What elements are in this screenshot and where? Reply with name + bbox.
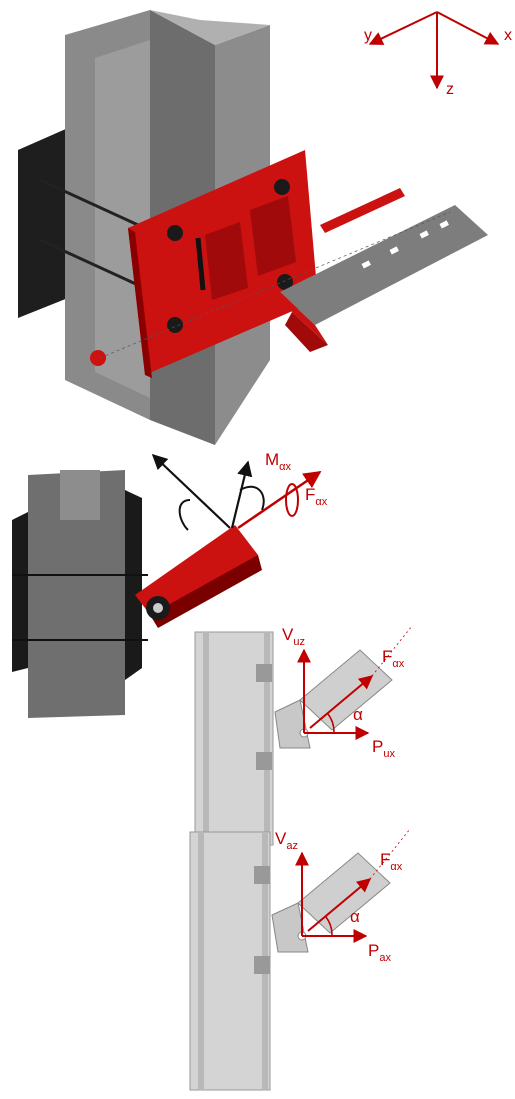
bolt-elevation (254, 956, 270, 974)
angle-arc-a (325, 916, 333, 937)
svg-text:Fαx: Fαx (380, 850, 403, 873)
gusset-elevation (271, 902, 309, 953)
moment-arc (285, 483, 299, 517)
axial-force-arrow-a (307, 878, 372, 932)
brace-profile (280, 205, 488, 325)
svg-text:Vaz: Vaz (275, 829, 298, 852)
bolt-elevation (256, 664, 272, 682)
bolt-head (274, 179, 290, 195)
y-axis-arrow (368, 11, 438, 45)
red-nut (90, 350, 106, 366)
coordinate-axes: y x z (364, 11, 512, 98)
vertical-force-subscript-u: uz (293, 636, 305, 648)
black-plate-3d (12, 512, 28, 672)
horizontal-force-label-a: P (368, 941, 379, 960)
angle-label-u: α (353, 705, 363, 724)
gusset-fin (205, 222, 248, 300)
angle-label-a: α (350, 907, 360, 926)
brace-elevation (297, 852, 391, 934)
svg-text:Pux: Pux (372, 737, 395, 760)
svg-text:Fαx: Fαx (382, 647, 405, 670)
axial-force-label-u: F (382, 647, 392, 666)
svg-text:Fαx: Fαx (305, 485, 328, 508)
svg-text:Mαx: Mαx (265, 450, 292, 473)
normal-arrow (151, 453, 231, 529)
axial-force-subscript-u: αx (392, 658, 404, 670)
x-axis-label: x (504, 27, 512, 44)
gusset-fin (250, 196, 296, 276)
brace-elevation (299, 649, 393, 731)
axial-force-arrow-u (309, 675, 374, 729)
exploded-connection-view (18, 10, 488, 445)
axial-force-label-a: F (380, 850, 390, 869)
axial-force-subscript: αx (315, 496, 327, 508)
z-axis-label: z (446, 81, 454, 98)
bolt-elevation (254, 866, 270, 884)
x-axis-arrow (436, 11, 500, 45)
horizontal-force-label-u: P (372, 737, 383, 756)
bolt-head (277, 274, 293, 290)
svg-text:Vuz: Vuz (282, 625, 305, 648)
back-plate (18, 128, 68, 318)
bolt-elevation (256, 752, 272, 770)
moment-subscript: αx (279, 461, 291, 473)
column-3d (28, 470, 125, 718)
vertical-arrow (230, 460, 253, 529)
horizontal-force-subscript-a: ax (379, 952, 391, 964)
angle-arc-u (327, 713, 335, 734)
axial-force-subscript-a: αx (390, 861, 402, 873)
axial-force-arrow (237, 470, 322, 530)
y-axis-label: y (364, 27, 372, 44)
elevation-view-u: Vuz Fαx α Pux (194, 625, 413, 846)
rotation-arc (178, 499, 191, 531)
vertical-force-subscript-a: az (286, 840, 298, 852)
vertical-force-label-u: V (282, 625, 294, 644)
horizontal-force-subscript-u: ux (383, 748, 395, 760)
bolt-head (167, 317, 183, 333)
svg-text:Pax: Pax (368, 941, 391, 964)
brace-3d-view: Mαx Fαx (12, 450, 328, 718)
moment-label: M (265, 450, 279, 469)
bolt-head (167, 225, 183, 241)
vertical-force-label-a: V (275, 829, 287, 848)
red-pin (320, 188, 405, 233)
axial-force-label: F (305, 485, 315, 504)
elevation-view-a: Vaz Fαx α Pax (189, 828, 411, 1091)
